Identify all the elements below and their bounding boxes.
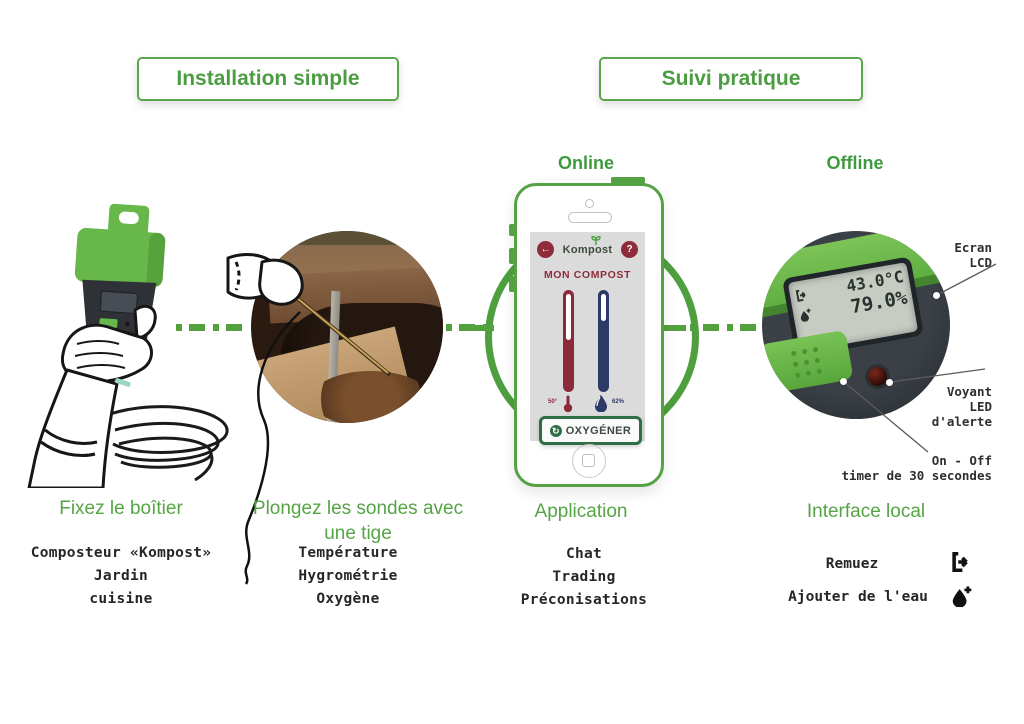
ajouter-eau-row: Ajouter de l'eau [788, 589, 928, 605]
list-item: cuisine [89, 591, 153, 607]
humidity-gauge [598, 290, 609, 392]
finger-lines [74, 340, 126, 369]
ring-left-tick [470, 325, 494, 331]
pointer-dot-led [886, 379, 893, 386]
list-item: Oxygène [316, 591, 380, 607]
smartphone: ← ? Kompost MON COMPOST 50° [509, 177, 664, 487]
installation-simple-label: Installation simple [176, 67, 360, 90]
thermometer-icon [563, 395, 573, 413]
back-button[interactable]: ← [537, 241, 554, 258]
oxygenate-button[interactable]: ↻ OXYGÉNER [539, 416, 642, 445]
hand-holding-device-illustration [27, 203, 229, 488]
suivi-pratique-label: Suivi pratique [661, 67, 801, 90]
back-arrow-icon: ← [540, 244, 551, 255]
phone-home-button[interactable] [572, 444, 606, 478]
phone-camera-dot [585, 199, 594, 208]
connector-dash-2 [446, 324, 492, 331]
help-button[interactable]: ? [621, 241, 638, 258]
offline-label: Offline [826, 153, 884, 173]
device-cap [74, 227, 166, 287]
phone-speaker [568, 212, 612, 223]
app-screen: ← ? Kompost MON COMPOST 50° [530, 232, 645, 445]
suivi-pratique-button[interactable]: Suivi pratique [599, 57, 863, 101]
list-item: Composteur «Kompost» [30, 545, 212, 561]
help-icon: ? [626, 244, 633, 255]
lcd-screen: 43.0°C 79.0% [782, 256, 924, 358]
water-drop-icon [595, 395, 607, 412]
refresh-circle-icon: ↻ [549, 424, 562, 437]
device-photo-circle: 43.0°C 79.0% [762, 231, 950, 419]
list-item: Température [298, 545, 398, 561]
compost-photo-circle [251, 231, 443, 423]
coiled-cable [109, 405, 229, 482]
temperature-value: 50° [548, 399, 558, 405]
list-item: Jardin [93, 568, 149, 584]
online-label: Online [557, 153, 614, 173]
list-item: Trading [552, 569, 616, 585]
remuez-row: Remuez [825, 556, 879, 572]
connector-dash-3 [690, 324, 760, 331]
temperature-gauge [563, 290, 574, 392]
app-screen-title: MON COMPOST [543, 269, 632, 281]
pointer-dot-button [840, 378, 847, 385]
caption-step4: Interface local [806, 501, 926, 522]
sprout-icon [591, 236, 601, 245]
ring-right-tick [662, 325, 686, 331]
phone-volume-down-button[interactable] [509, 276, 515, 292]
pointer-dot-lcd [933, 292, 940, 299]
add-water-icon [952, 586, 972, 607]
lcd-add-water-icon [800, 308, 811, 322]
alert-led [868, 367, 887, 386]
list-step2: Température Hygrométrie Oxygène [248, 542, 448, 611]
installation-simple-button[interactable]: Installation simple [137, 57, 399, 101]
connector-dash-1 [176, 324, 248, 331]
caption-step1: Fixez le boîtier [59, 498, 183, 519]
caption-step3: Application [534, 501, 628, 522]
list-item: Chat [565, 546, 603, 562]
app-logo: Kompost [562, 244, 613, 256]
phone-power-button[interactable] [611, 177, 645, 184]
photo-mulch [311, 371, 431, 423]
humidity-value: 62% [612, 399, 625, 405]
stir-rotate-icon [952, 551, 968, 573]
list-item: Hygrométrie [298, 568, 398, 584]
list-item: Préconisations [520, 592, 648, 608]
list-step3: Chat Trading Préconisations [484, 543, 684, 612]
oxygenate-label: OXYGÉNER [565, 424, 632, 437]
device-onoff-button[interactable] [762, 329, 854, 395]
list-step1: Composteur «Kompost» Jardin cuisine [11, 542, 231, 611]
lcd-stir-icon [795, 289, 806, 302]
phone-volume-up-button[interactable] [509, 248, 515, 264]
phone-mute-switch[interactable] [509, 224, 515, 236]
hand [27, 304, 157, 488]
